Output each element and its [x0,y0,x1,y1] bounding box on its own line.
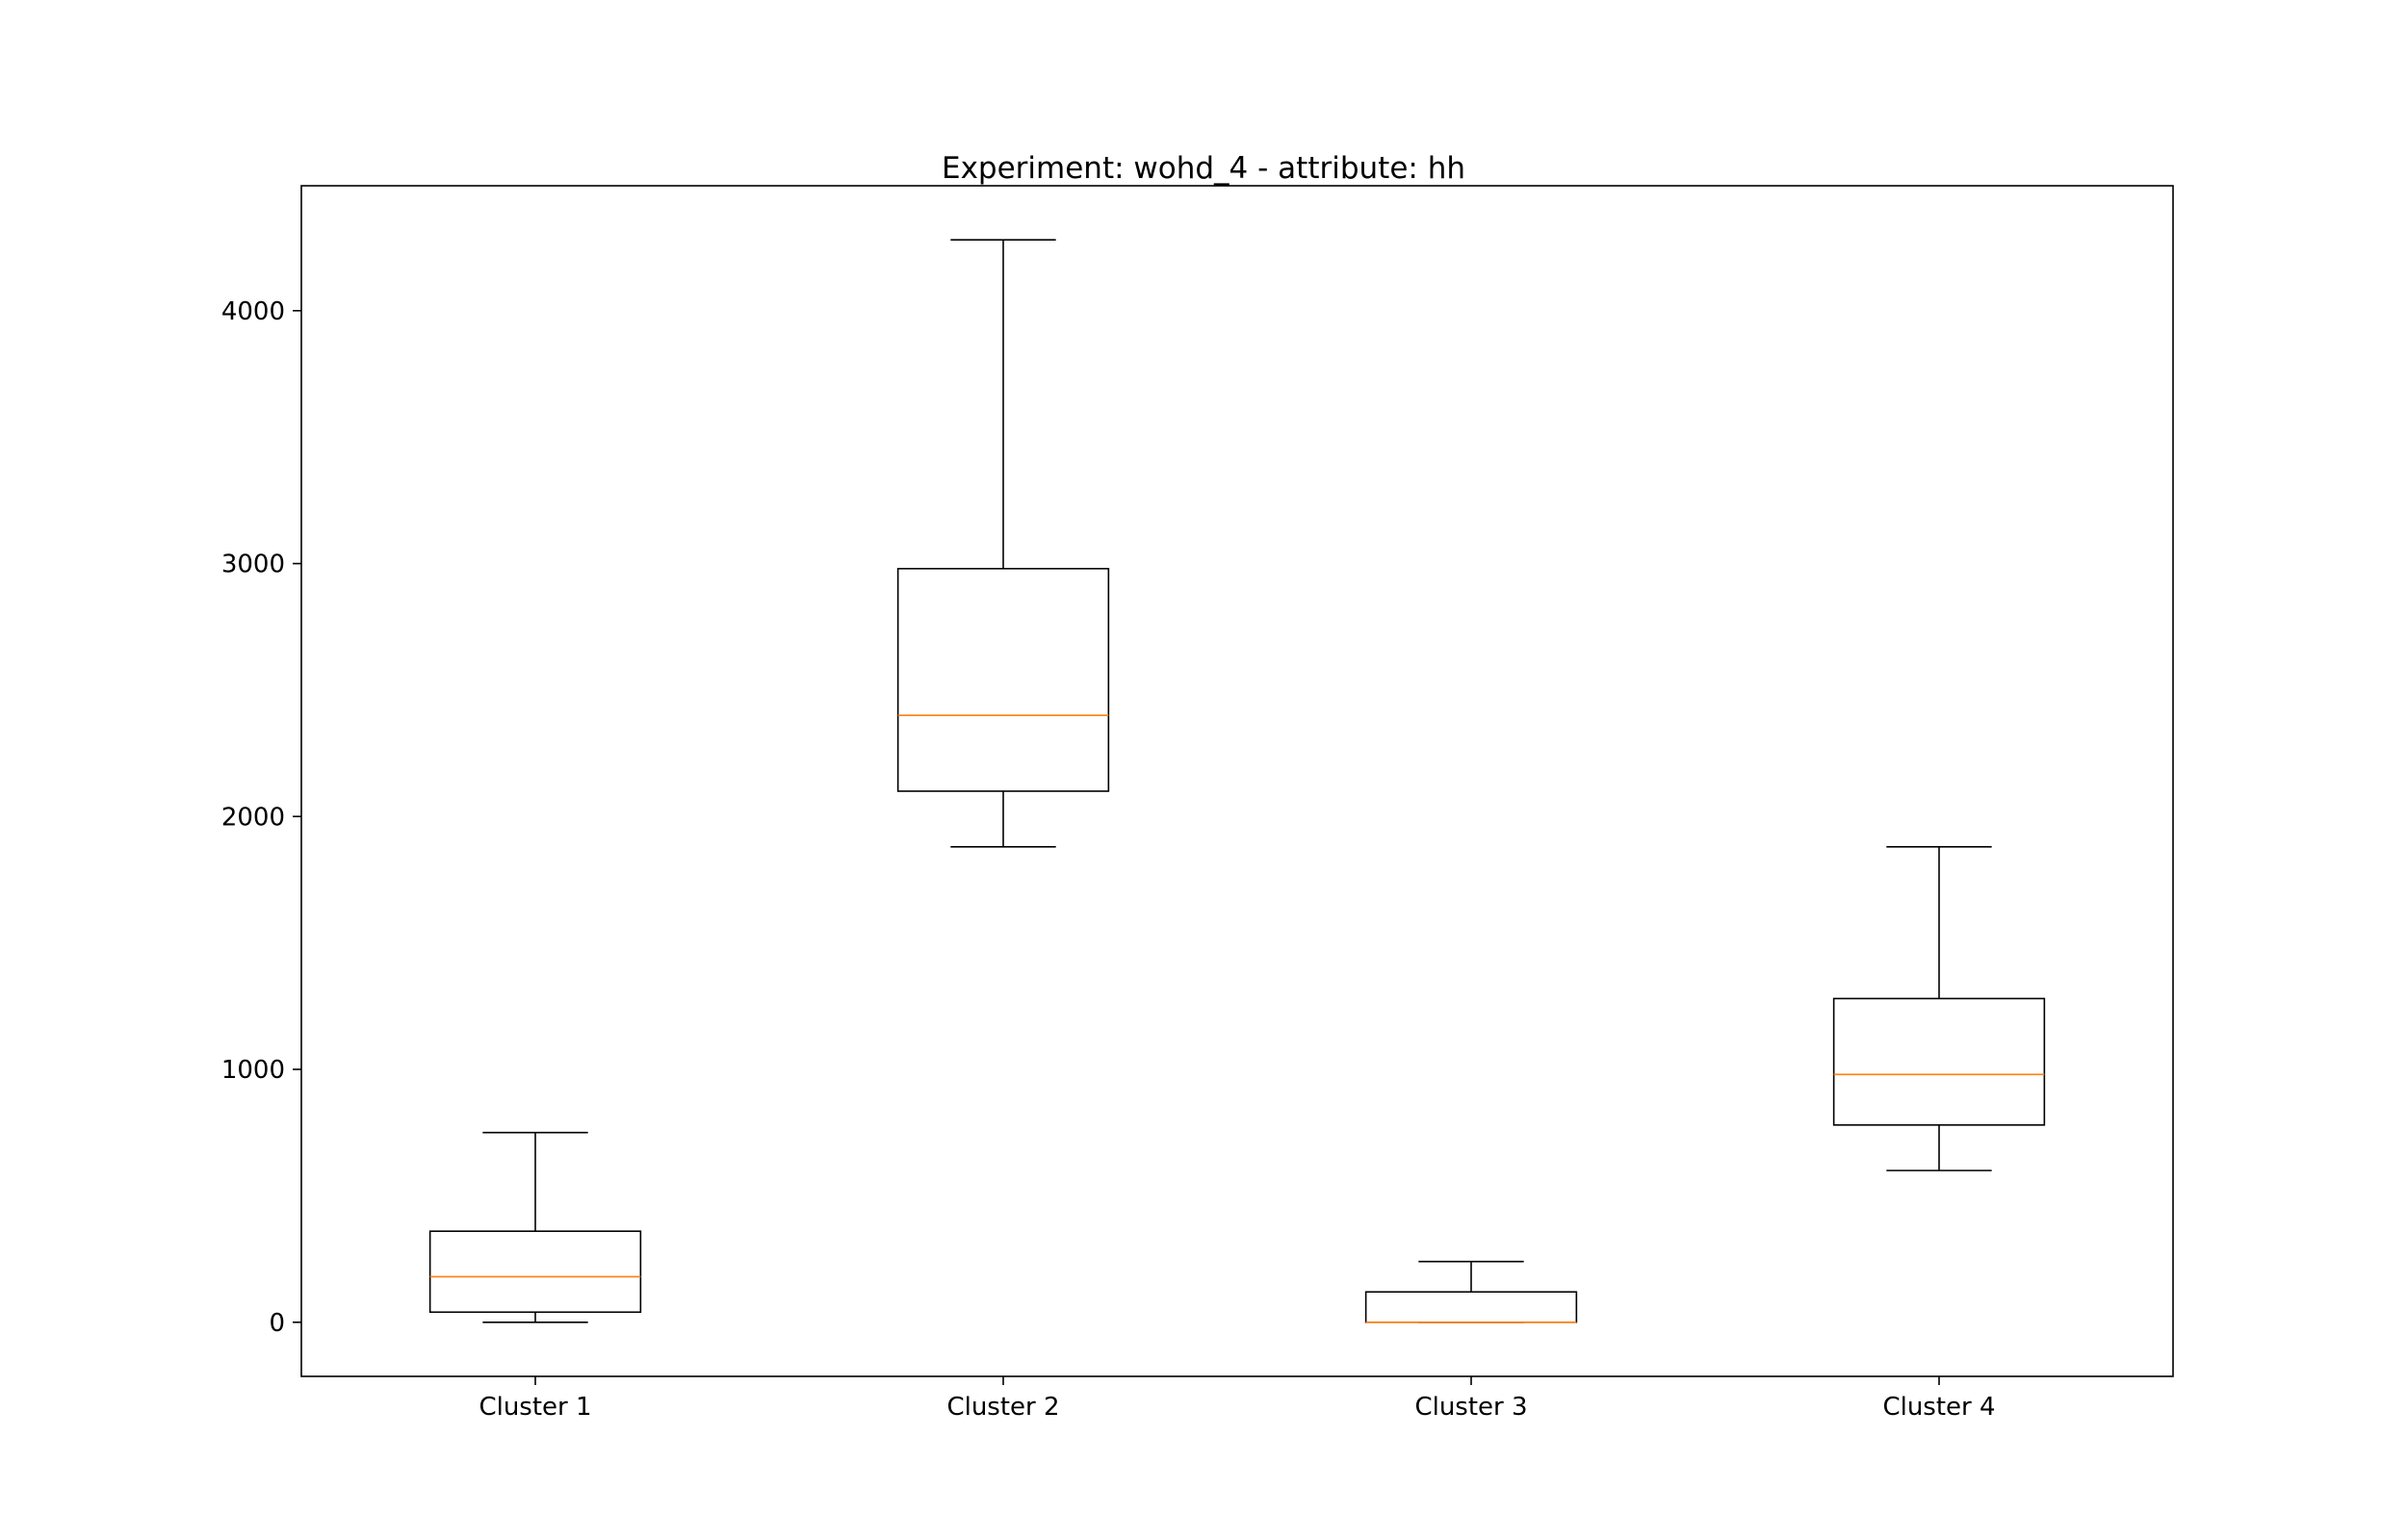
box-iqr [1832,997,2046,1126]
x-tick-label: Cluster 4 [1882,1393,1995,1422]
box-iqr [1364,1291,1578,1323]
box-3 [1364,1260,1578,1323]
box-2 [896,239,1110,848]
boxes-group [428,239,2046,1323]
y-tick-label: 3000 [221,551,285,579]
box-iqr [896,567,1110,792]
x-tick-label: Cluster 2 [946,1393,1059,1422]
x-axis: Cluster 1 Cluster 2 Cluster 3 Cluster 4 [479,1376,1996,1422]
y-axis: 0 1000 2000 3000 4000 [221,297,301,1338]
y-tick-label: 4000 [221,297,285,326]
y-tick-label: 1000 [221,1056,285,1085]
box-iqr [428,1230,642,1314]
y-tick-label: 0 [269,1309,285,1338]
y-tick-label: 2000 [221,803,285,832]
box-4 [1832,846,2046,1171]
x-tick-label: Cluster 3 [1414,1393,1527,1422]
x-tick-label: Cluster 1 [479,1393,591,1422]
box-1 [428,1131,642,1323]
chart-title: Experiment: wohd_4 - attribute: hh [942,151,1465,186]
plot-frame [300,185,2174,1377]
